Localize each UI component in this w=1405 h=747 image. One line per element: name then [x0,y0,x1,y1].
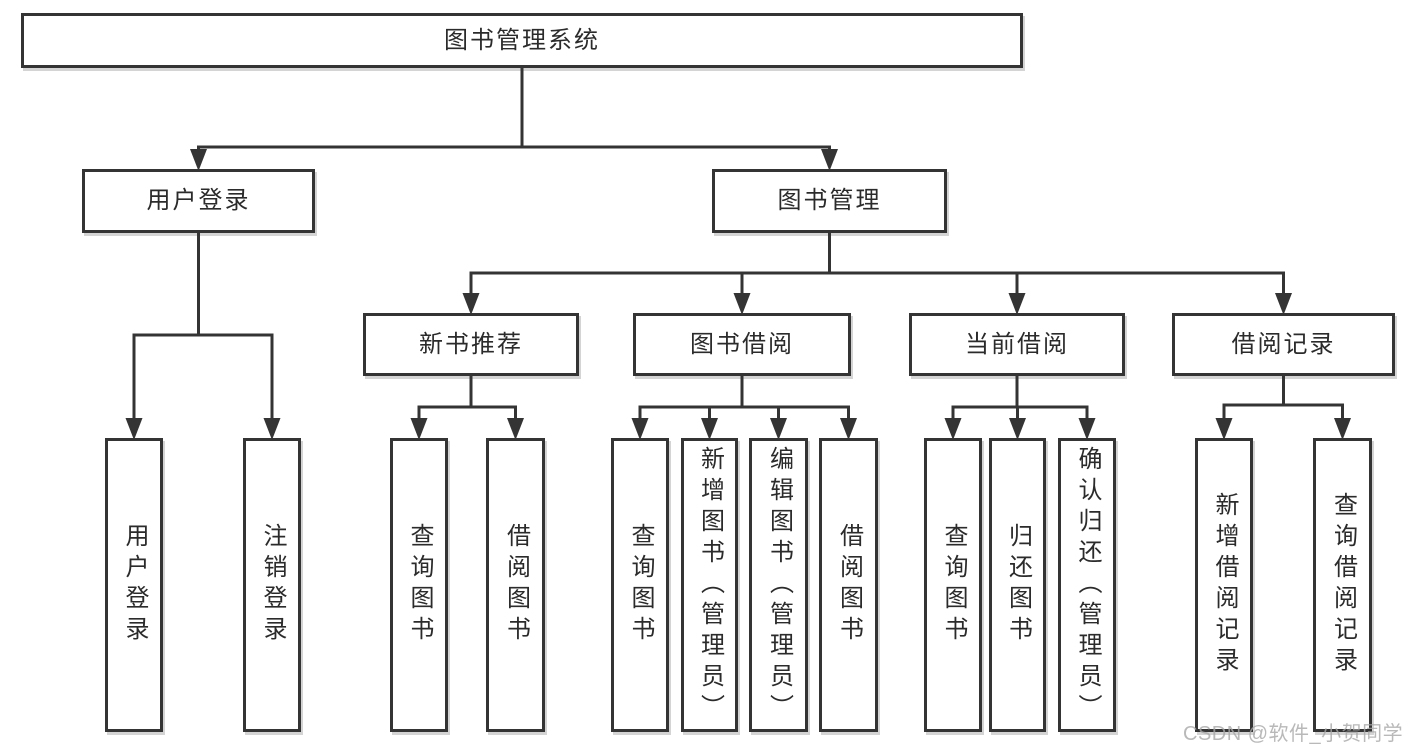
arrowhead-icon [125,418,143,440]
node-leaf-confirm-return: 确认归还（管理员） [1058,438,1116,732]
node-leaf-edit-book-label: 编辑图书（管理员） [765,445,793,725]
node-leaf-query-book-2-label: 查询图书 [627,523,654,647]
node-leaf-user-login: 用户登录 [105,438,163,732]
node-leaf-borrow-book-2-label: 借阅图书 [835,523,863,647]
arrowhead-icon [1009,418,1026,440]
node-book-borrow: 图书借阅 [633,313,851,376]
node-leaf-query-book-3: 查询图书 [924,438,982,732]
arrowhead-icon [190,149,207,171]
arrowhead-icon [1334,418,1351,440]
node-leaf-borrow-book-1: 借阅图书 [486,438,545,732]
node-leaf-borrow-book-1-label: 借阅图书 [502,523,530,647]
node-book-borrow-label: 图书借阅 [690,330,794,358]
arrowhead-icon [1275,293,1292,315]
node-leaf-borrow-book-2: 借阅图书 [819,438,878,732]
arrowhead-icon [821,149,838,171]
node-leaf-return-book: 归还图书 [989,438,1046,732]
arrowhead-icon [733,293,751,315]
node-leaf-add-record-label: 新增借阅记录 [1211,492,1238,678]
node-leaf-edit-book: 编辑图书（管理员） [749,438,808,732]
edge-book-mgmt [462,231,1292,315]
node-leaf-add-record: 新增借阅记录 [1195,438,1253,732]
edge-borrow-records [1215,374,1351,440]
edge-current-borrow [944,374,1096,440]
node-leaf-query-book-1: 查询图书 [390,438,448,732]
node-book-mgmt: 图书管理 [712,169,947,233]
node-current-borrow-label: 当前借阅 [965,330,1069,358]
arrowhead-icon [263,418,281,440]
node-new-book-recommend: 新书推荐 [363,313,579,376]
node-user-login: 用户登录 [82,169,315,233]
arrowhead-icon [1215,418,1233,440]
arrowhead-icon [840,418,857,440]
node-leaf-query-book-2: 查询图书 [611,438,669,732]
node-leaf-query-book-1-label: 查询图书 [406,523,433,647]
node-borrow-records: 借阅记录 [1172,313,1395,376]
node-leaf-return-book-label: 归还图书 [1004,523,1032,647]
node-root: 图书管理系统 [21,13,1023,68]
node-leaf-add-book-label: 新增图书（管理员） [696,445,724,725]
node-leaf-query-book-3-label: 查询图书 [940,523,967,647]
node-leaf-logout: 注销登录 [243,438,301,732]
arrowhead-icon [701,418,718,440]
arrowhead-icon [410,418,428,440]
node-root-label: 图书管理系统 [444,26,600,54]
arrowhead-icon [462,293,480,315]
node-leaf-query-record-label: 查询借阅记录 [1329,492,1357,678]
node-user-login-label: 用户登录 [146,187,251,214]
edge-book-borrow [631,374,857,440]
edge-user-login [125,231,281,440]
node-borrow-records-label: 借阅记录 [1231,330,1336,358]
node-new-book-recommend-label: 新书推荐 [419,330,523,358]
arrowhead-icon [1078,418,1096,440]
node-current-borrow: 当前借阅 [909,313,1125,376]
csdn-watermark: CSDN @软件_小贺同学 [1183,723,1404,745]
arrowhead-icon [631,418,649,440]
arrowhead-icon [770,418,787,440]
node-leaf-add-book: 新增图书（管理员） [681,438,738,732]
edge-new-book-recommend [410,374,524,440]
node-book-mgmt-label: 图书管理 [777,187,882,214]
node-leaf-user-login-label: 用户登录 [121,523,148,647]
arrowhead-icon [1008,293,1026,315]
node-leaf-confirm-return-label: 确认归还（管理员） [1074,445,1101,725]
edge-root [190,66,838,171]
node-leaf-logout-label: 注销登录 [259,523,286,647]
node-leaf-query-record: 查询借阅记录 [1313,438,1372,732]
arrowhead-icon [944,418,962,440]
arrowhead-icon [507,418,524,440]
